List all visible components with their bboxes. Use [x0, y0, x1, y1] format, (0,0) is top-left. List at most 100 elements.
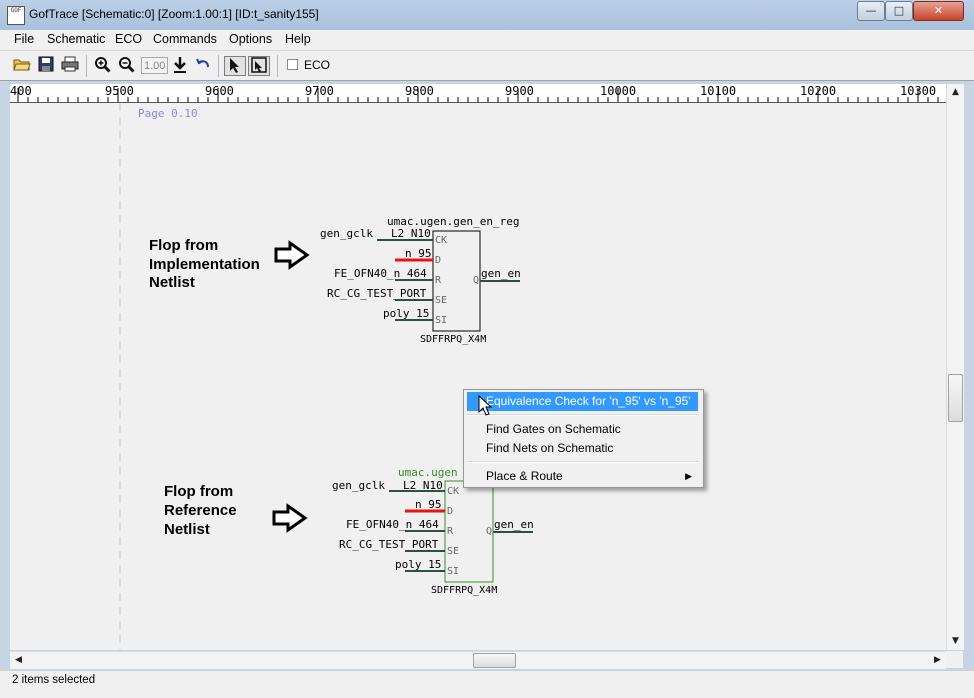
print-button[interactable] [60, 56, 80, 76]
scroll-down-arrow[interactable]: ▼ [952, 636, 959, 646]
annotation-line: Netlist [149, 274, 195, 291]
toolbar-separator [218, 55, 219, 77]
net-label-r: FE_OFN40_n_464 [346, 518, 439, 531]
status-bar: 2 items selected [0, 670, 974, 698]
arrow-right-icon [274, 240, 310, 270]
save-icon [38, 56, 54, 72]
app-icon-label: GOF [10, 7, 22, 14]
pin-q: Q [486, 526, 492, 537]
zoom-input[interactable]: 1.00 [141, 57, 168, 74]
undo-button[interactable] [193, 56, 213, 76]
menu-separator [467, 461, 698, 463]
pin-si: SI [447, 566, 459, 577]
zoom-in-icon [95, 57, 111, 73]
pin-r: R [447, 526, 454, 537]
flop-instance-name: umac.ugen.gen_en_reg [387, 215, 519, 228]
menu-item-find-gates[interactable]: Find Gates on Schematic [486, 422, 621, 436]
annotation-line: Implementation [149, 256, 260, 273]
minimize-icon: — [865, 4, 877, 17]
select-region-button[interactable] [248, 56, 270, 76]
ruler-label: 10300 [900, 84, 937, 98]
net-label-se: RC_CG_TEST_PORT [339, 538, 439, 551]
coordinate-ruler: 400 9500 9600 9700 9800 9900 10000 10100… [10, 84, 946, 103]
annotation-line: Netlist [164, 521, 210, 538]
ruler-ticks [17, 88, 939, 102]
menu-options[interactable]: Options [229, 32, 273, 46]
net-label-clock-buffer: L2_N10 [391, 227, 431, 240]
menu-commands[interactable]: Commands [153, 32, 217, 46]
scroll-left-arrow[interactable]: ◀ [15, 655, 22, 665]
pin-q: Q [473, 275, 479, 286]
schematic-drawing[interactable]: Page 0.10 Flop from Implementation Netli… [10, 103, 946, 650]
zoom-apply-button[interactable] [170, 56, 190, 76]
menu-eco[interactable]: ECO [115, 32, 143, 46]
pin-d: D [435, 255, 441, 266]
horizontal-scroll-thumb[interactable] [473, 653, 516, 668]
page-label: Page 0.10 [138, 107, 198, 120]
ruler-label: 10100 [700, 84, 737, 98]
ruler-label: 9800 [405, 84, 434, 98]
arrow-right-icon [272, 503, 308, 533]
flop-cell-name: SDFFRPQ_X4M [420, 334, 486, 345]
eco-checkbox[interactable] [287, 59, 298, 70]
pin-se: SE [447, 546, 459, 557]
net-label-d: n_95 [415, 498, 442, 511]
close-button[interactable]: ✕ [913, 1, 964, 21]
ruler-label: 9600 [205, 84, 234, 98]
toolbar-separator [86, 55, 87, 77]
net-label-d: n_95 [405, 247, 432, 260]
menu-item-place-route[interactable]: Place & Route ▶ [467, 467, 698, 486]
flop-reference[interactable]: umac.ugen CK D R SE SI Q SDFFRPQ_X4M gen… [332, 466, 534, 596]
horizontal-scrollbar[interactable]: ◀ ▶ [10, 651, 946, 669]
net-label-q: gen_en [481, 267, 521, 280]
ruler-label: 9500 [105, 84, 134, 98]
net-label-r: FE_OFN40_n_464 [334, 267, 427, 280]
select-tool-button[interactable] [224, 56, 246, 76]
scroll-up-arrow[interactable]: ▲ [952, 87, 959, 97]
net-label-q: gen_en [494, 518, 534, 531]
pin-d: D [447, 506, 453, 517]
vertical-scroll-thumb[interactable] [948, 374, 963, 422]
save-button[interactable] [36, 56, 56, 76]
flop-implementation[interactable]: umac.ugen.gen_en_reg CK D R SE SI Q SDFF… [320, 215, 521, 345]
ruler-label: 400 [10, 84, 32, 98]
toolbar: 1.00 ECO [0, 51, 974, 81]
open-button[interactable] [12, 56, 32, 76]
menu-help[interactable]: Help [285, 32, 311, 46]
zoom-in-button[interactable] [93, 56, 113, 76]
menu-file[interactable]: File [14, 32, 35, 46]
flop-cell-name: SDFFRPQ_X4M [431, 585, 497, 596]
menu-item-find-nets[interactable]: Find Nets on Schematic [486, 441, 614, 455]
net-label-clock: gen_gclk [332, 479, 385, 492]
maximize-button[interactable]: □ [885, 1, 913, 21]
open-folder-icon [13, 59, 31, 71]
mouse-cursor-icon [478, 395, 492, 416]
pin-si: SI [435, 315, 447, 326]
menu-item-equivalence-check[interactable]: Equivalence Check for 'n_95' vs 'n_95' [467, 392, 698, 411]
net-label-se: RC_CG_TEST_PORT [327, 287, 427, 300]
schematic-canvas[interactable]: Page 0.10 Flop from Implementation Netli… [10, 103, 946, 650]
net-label-si: poly_15 [383, 307, 429, 320]
zoom-out-button[interactable] [117, 56, 137, 76]
ruler-label: 9900 [505, 84, 534, 98]
vertical-scrollbar[interactable]: ▲ ▼ [946, 84, 964, 650]
zoom-out-icon [119, 57, 135, 73]
pin-se: SE [435, 295, 447, 306]
toolbar-separator [277, 55, 278, 77]
annotation-line: Flop from [164, 483, 233, 500]
annotation-line: Flop from [149, 237, 218, 254]
window-title: GofTrace [Schematic:0] [Zoom:1.00:1] [ID… [29, 7, 319, 21]
ruler-label: 9700 [305, 84, 334, 98]
select-arrow-icon [230, 58, 239, 73]
ruler-label: 10200 [800, 84, 837, 98]
menu-schematic[interactable]: Schematic [47, 32, 106, 46]
scroll-right-arrow[interactable]: ▶ [934, 655, 941, 665]
ruler-label: 10000 [600, 84, 637, 98]
annotation-line: Reference [164, 502, 237, 519]
minimize-button[interactable]: — [857, 1, 885, 21]
flop-instance-name: umac.ugen [398, 466, 458, 479]
menu-bar: File Schematic ECO Commands Options Help [0, 30, 974, 51]
app-icon: GOF [7, 6, 25, 25]
annotation-implementation: Flop from Implementation Netlist [149, 237, 264, 291]
select-region-icon [251, 57, 267, 73]
